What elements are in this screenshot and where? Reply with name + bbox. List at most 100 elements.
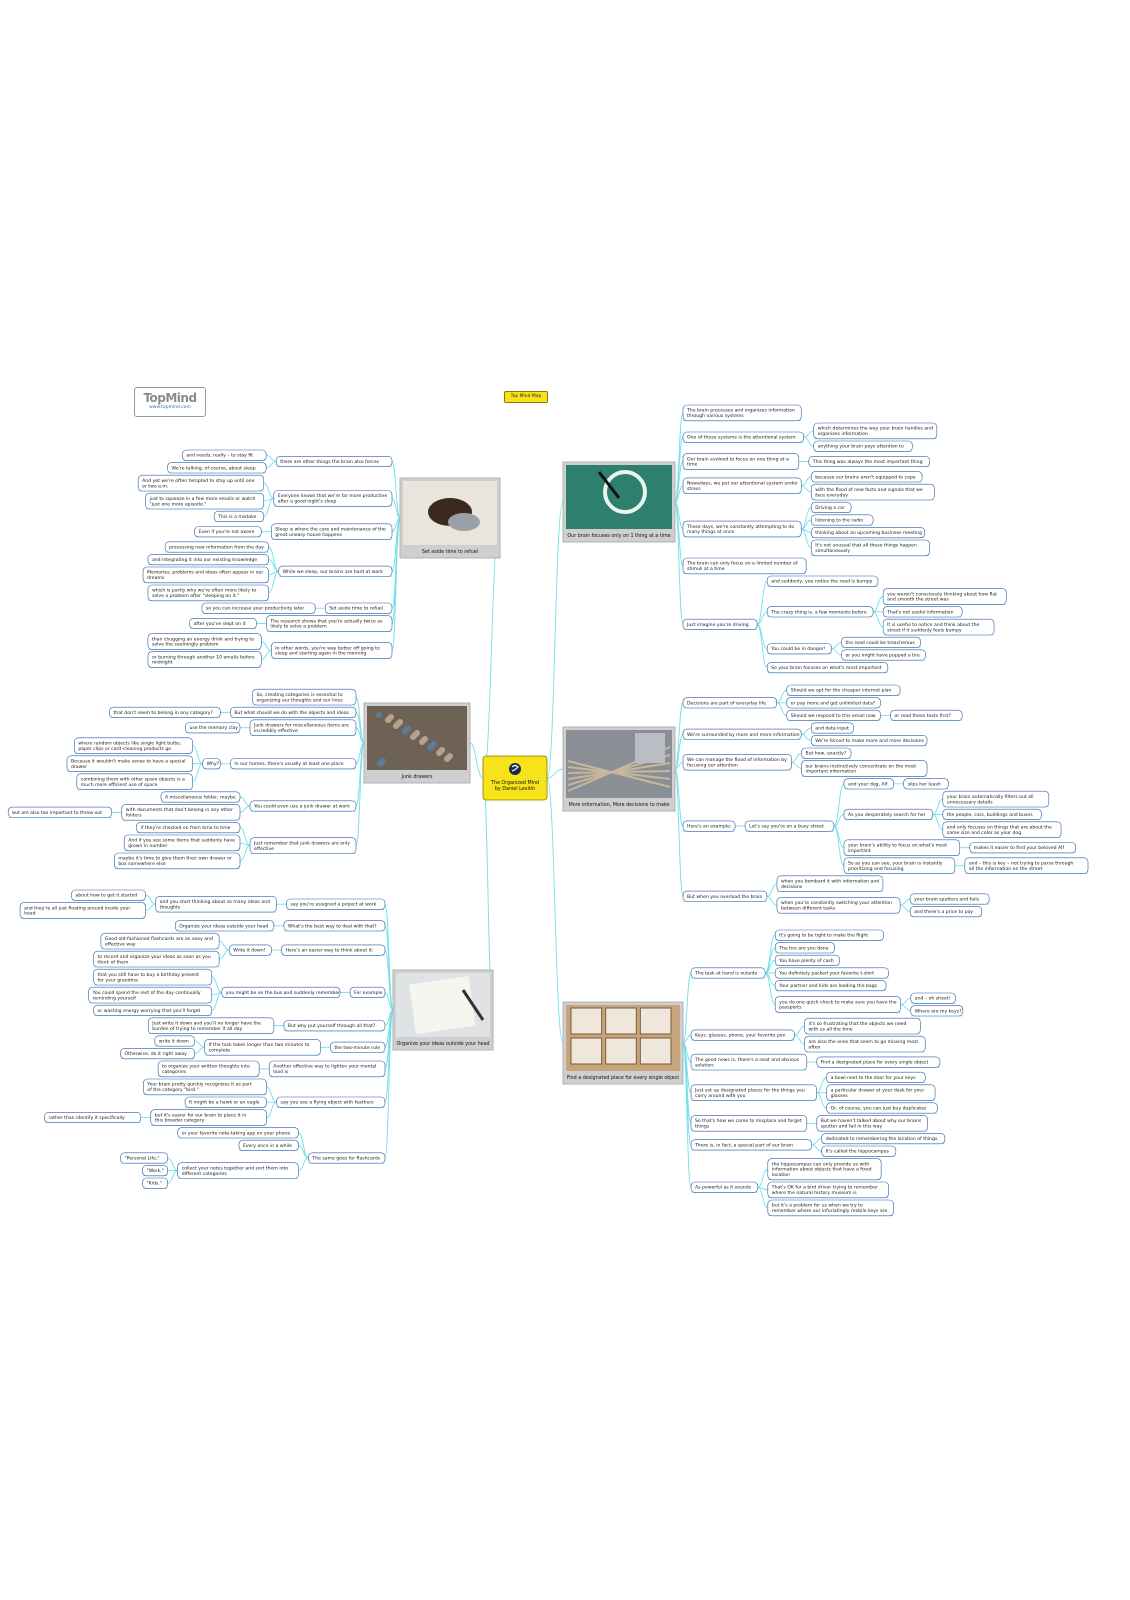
main-topic-ideas[interactable]: Organize your ideas outside your head	[392, 969, 494, 1051]
topic-slips-her-leash[interactable]: slips her leash	[903, 778, 949, 790]
topic-or-of-course-you-can-just-buy-duplicates[interactable]: Or, of course, you can just buy duplicat…	[826, 1102, 938, 1114]
topic-use-the-memory-clay[interactable]: use the memory clay	[185, 722, 241, 734]
topic-and-yet-we-re-often-tempted-to-stay-up-u[interactable]: And yet we're often tempted to stay up u…	[137, 474, 265, 492]
topic-it-s-going-to-be-tight-to-make-the-fligh[interactable]: It's going to be tight to make the fligh…	[774, 929, 884, 941]
topic-if-the-task-takes-longer-than-two-minute[interactable]: If the task takes longer than two minute…	[204, 1039, 321, 1056]
topic-when-you-re-constantly-switching-your-at[interactable]: when you're constantly switching your at…	[776, 897, 901, 914]
topic-there-are-other-things-the-brain-also-fo[interactable]: there are other things the brain also fo…	[275, 455, 393, 467]
topic-keys-glasses-phone-your-favorite-pen[interactable]: Keys, glasses, phone, your favorite pen	[690, 1029, 795, 1041]
topic-these-days-we-re-constantly-attempting-t[interactable]: These days, we're constantly attempting …	[682, 520, 802, 538]
topic-or-burning-through-another-10-emails-bef[interactable]: or burning through another 10 emails bef…	[147, 651, 262, 668]
topic-but-when-you-overload-the-brain[interactable]: But when you overload the brain	[682, 890, 768, 902]
topic-but-why-put-yourself-through-all-that[interactable]: But why put yourself through all that?	[283, 1020, 386, 1032]
topic-and-they-re-all-just-floating-around-ins[interactable]: and they're all just floating around ins…	[19, 902, 146, 919]
topic-kids[interactable]: "Kids."	[142, 1177, 169, 1189]
topic-with-the-flood-of-new-facts-and-signals-[interactable]: with the flood of new facts and signals …	[810, 483, 935, 501]
topic-so-your-brain-focuses-on-what-s-most-imp[interactable]: So your brain focuses on what's most imp…	[766, 662, 889, 674]
topic-rather-than-identify-it-specifically[interactable]: rather than identify it specifically	[44, 1112, 142, 1124]
topic-it-s-so-frustrating-that-the-objects-we-[interactable]: it's so frustrating that the objects we …	[804, 1017, 921, 1035]
topic-good-old-fashioned-flashcards-are-an-eas[interactable]: Good old-fashioned flashcards are an eas…	[100, 932, 220, 950]
topic-the-crazy-thing-is-a-few-moments-before[interactable]: The crazy thing is, a few moments before	[766, 606, 874, 618]
topic-otherwise-do-it-right-away[interactable]: Otherwise, do it right away	[120, 1048, 195, 1060]
topic-write-it-down[interactable]: write it down	[154, 1035, 195, 1047]
topic-processing-new-information-from-the-day[interactable]: processing new information from the day	[164, 541, 269, 553]
topic-this-is-a-mistake[interactable]: This is a mistake	[213, 510, 265, 522]
topic-say-you-see-a-flying-object-with-feather[interactable]: say you see a flying object with feather…	[276, 1096, 386, 1108]
topic-write-it-down[interactable]: Write it down!	[228, 944, 272, 956]
topic-and-there-s-a-price-to-pay[interactable]: and there's a price to pay	[909, 906, 983, 918]
topic-which-is-partly-why-we-re-often-more-lik[interactable]: which is partly why we're often more lik…	[147, 584, 269, 602]
topic-a-particular-drawer-at-your-desk-for-you[interactable]: a particular drawer at your desk for you…	[826, 1084, 936, 1101]
topic-it-s-called-the-hippocampus[interactable]: It's called the hippocampus	[821, 1145, 897, 1157]
topic-the-good-news-is-there-s-a-neat-and-obvi[interactable]: The good news is, there's a neat and obv…	[690, 1053, 808, 1071]
topic-it-s-not-unusual-that-all-these-things-h[interactable]: It's not unusual that all these things h…	[810, 539, 930, 557]
topic-for-example[interactable]: For example	[349, 986, 386, 998]
topic-that-you-still-have-to-buy-a-birthday-pr[interactable]: that you still have to buy a birthday pr…	[93, 968, 213, 986]
main-topic-sleep[interactable]: Set aside time to refuel	[399, 477, 501, 559]
topic-we-can-manage-the-flood-of-information-b[interactable]: We can manage the flood of information b…	[682, 753, 792, 771]
topic-you-do-one-quick-check-to-make-sure-you-[interactable]: you do one quick check to make sure you …	[774, 996, 902, 1013]
topic-but-are-also-too-important-to-throw-out[interactable]: but are also too important to throw out	[7, 806, 113, 818]
topic-which-determines-the-way-your-brain-hand[interactable]: which determines the way your brain hand…	[813, 422, 938, 440]
topic-the-hippocampus-can-only-provide-us-with[interactable]: the hippocampus can only provide us with…	[767, 1158, 882, 1181]
topic-and-oh-shoot[interactable]: and – oh shoot!	[910, 992, 956, 1004]
topic-as-you-desperately-search-for-her[interactable]: As you desperately search for her	[843, 808, 934, 820]
topic-your-brain-pretty-quickly-recognizes-it-[interactable]: Your brain pretty quickly recognizes it …	[143, 1078, 267, 1096]
topic-or-read-these-texts-first[interactable]: or read these texts first?	[890, 709, 963, 721]
topic-this-thing-was-always-the-most-important[interactable]: This thing was always the most important…	[808, 455, 930, 467]
topic-sleep-is-where-the-care-and-maintenance-[interactable]: Sleep is where the care and maintenance …	[270, 523, 393, 540]
topic-makes-it-easier-to-find-your-beloved-alf[interactable]: makes it easier to find your beloved Alf	[969, 842, 1077, 854]
topic-because-it-wouldn-t-make-sense-to-have-a[interactable]: Because it wouldn't make sense to have a…	[66, 755, 193, 772]
topic-here-s-an-example[interactable]: Here's an example:	[682, 820, 736, 832]
main-topic-decisions[interactable]: More information, More decisions to make	[562, 726, 676, 812]
topic-but-what-should-we-do-with-the-objects-a[interactable]: But what should we do with the objects a…	[230, 706, 357, 718]
topic-because-our-brains-aren-t-equipped-to-co[interactable]: because our brains aren't equipped to co…	[810, 471, 923, 483]
topic-the-brain-processes-and-organizes-inform[interactable]: The brain processes and organizes inform…	[682, 404, 802, 422]
topic-where-are-my-keys[interactable]: Where are my keys?	[910, 1005, 964, 1017]
topic-while-we-sleep-our-brains-are-hard-at-wo[interactable]: While we sleep, our brains are hard at w…	[278, 565, 393, 577]
topic-everyone-knows-that-we-re-far-more-produ[interactable]: Everyone knows that we're far more produ…	[273, 490, 393, 507]
topic-in-other-words-you-re-way-better-off-goi[interactable]: In other words, you're way better off go…	[270, 642, 393, 659]
topic-so-that-s-how-we-come-to-misplace-and-fo[interactable]: So that's how we come to misplace and fo…	[690, 1115, 808, 1132]
topic-the-same-goes-for-flashcards[interactable]: The same goes for flashcards	[308, 1152, 386, 1164]
topic-the-tire-are-you-done[interactable]: The tire are you done	[774, 942, 835, 954]
topic-that-s-not-useful-information[interactable]: That's not useful information	[882, 606, 963, 618]
topic-driving-a-car[interactable]: Driving a car	[810, 501, 852, 513]
topic-where-random-objects-like-single-light-b[interactable]: where random objects like single light b…	[74, 737, 193, 754]
topic-a-miscellaneous-folder-maybe[interactable]: A miscellaneous folder, maybe	[160, 791, 241, 803]
topic-or-pay-more-and-get-unlimited-data[interactable]: or pay more and get unlimited data?	[786, 697, 881, 709]
topic-but-we-haven-t-talked-about-why-our-brai[interactable]: But we haven't talked about why our brai…	[816, 1115, 928, 1132]
topic-but-it-s-easier-for-our-brain-to-place-i[interactable]: but it's easier for our brain to place i…	[150, 1109, 267, 1126]
topic-the-brain-can-only-focus-on-a-limited-nu[interactable]: The brain can only focus on a limited nu…	[682, 557, 807, 575]
topic-junk-drawers-for-miscellaneous-items-are[interactable]: Junk drawers for miscellaneous items are…	[249, 719, 357, 736]
topic-to-organize-your-written-thoughts-into-c[interactable]: to organize your written thoughts intoca…	[157, 1060, 260, 1078]
topic-set-aside-time-to-refuel[interactable]: Set aside time to refuel	[324, 602, 393, 614]
topic-so-you-can-increase-your-productivity-la[interactable]: so you can increase your productivity la…	[201, 602, 316, 614]
topic-as-powerful-as-it-sounds[interactable]: As powerful as it sounds	[690, 1181, 759, 1193]
topic-we-re-talking-of-course-about-sleep[interactable]: We're talking, of course, about sleep	[167, 462, 267, 474]
topic-should-we-respond-to-this-email-now[interactable]: Should we respond to this email now	[786, 709, 881, 721]
topic-nowadays-we-put-our-attentional-system-u[interactable]: Nowadays, we put our attentional system …	[682, 477, 802, 494]
topic-but-it-s-a-problem-for-us-when-we-try-to[interactable]: but it's a problem for us when we try to…	[767, 1199, 894, 1217]
main-topic-junk[interactable]: Junk drawers	[363, 702, 471, 784]
topic-and-only-focuses-on-things-that-are-abou[interactable]: and only focuses on things that are abou…	[942, 821, 1062, 838]
topic-so-creating-categories-is-essential-to-o[interactable]: So, creating categories is essential too…	[252, 688, 357, 706]
topic-just-set-up-designated-places-for-the-th[interactable]: Just set up designated places for the th…	[690, 1084, 817, 1101]
topic-dedicated-to-remembering-the-location-of[interactable]: dedicated to remembering the location of…	[821, 1133, 946, 1145]
topic-the-two-minute-rule[interactable]: the two-minute rule	[330, 1041, 386, 1053]
topic-and-if-you-see-some-items-that-suddenly-[interactable]: And if you see some items that suddenly …	[123, 834, 241, 852]
topic-you-have-plenty-of-cash[interactable]: You have plenty of cash	[774, 954, 840, 966]
topic-personal-life[interactable]: "Personal Life,"	[120, 1152, 169, 1164]
topic-but-how-exactly[interactable]: But how, exactly?	[801, 747, 852, 759]
topic-your-brain-automatically-filters-out-all[interactable]: your brain automatically filters out all…	[942, 790, 1050, 808]
topic-collect-your-notes-together-and-sort-the[interactable]: collect your notes together and sort the…	[177, 1162, 299, 1179]
topic-and-this-is-key-not-trying-to-parse-thro[interactable]: and – this is key – not trying to parse …	[964, 857, 1089, 874]
topic-your-brain-s-ability-to-focus-on-what-s-[interactable]: your brain's ability to focus on what's …	[843, 839, 961, 856]
topic-a-bowl-next-to-the-door-for-your-keys[interactable]: a bowl next to the door for your keys	[826, 1071, 926, 1083]
topic-just-remember-that-junk-drawers-are-only[interactable]: Just remember that junk drawers are only…	[249, 837, 357, 854]
topic-even-if-you-re-not-aware[interactable]: Even if you're not aware	[194, 526, 262, 538]
topic-you-weren-t-consciously-thinking-about-h[interactable]: you weren't consciously thinking about h…	[882, 588, 1007, 605]
topic-it-is-useful-to-notice-and-think-about-t[interactable]: It is useful to notice and think about t…	[882, 618, 995, 636]
topic-or-your-favorite-note-taking-app-on-your[interactable]: or your favorite note-taking app on your…	[177, 1127, 299, 1139]
topic-that-don-t-seem-to-belong-in-any-categor[interactable]: that don't seem to belong in any categor…	[109, 706, 221, 718]
